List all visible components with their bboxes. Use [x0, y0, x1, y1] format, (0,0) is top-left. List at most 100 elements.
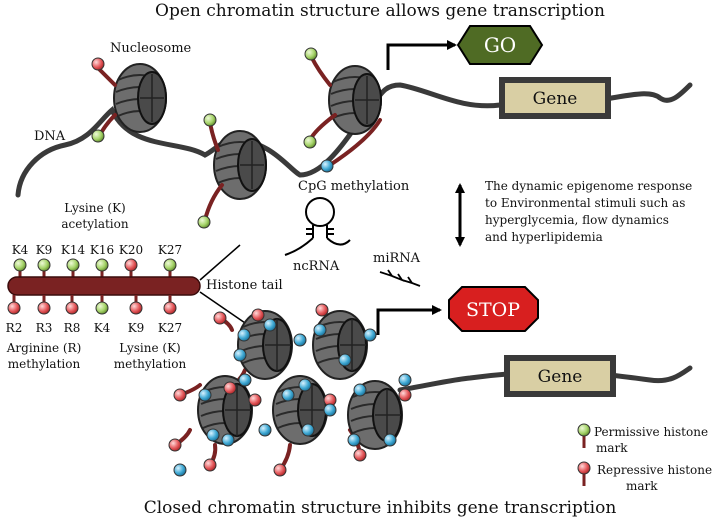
repressive-mark — [223, 381, 237, 395]
methyl-mark — [347, 433, 361, 447]
tail-top-label: K14 — [61, 243, 86, 257]
methyl-mark — [353, 383, 367, 397]
tail-bottom-label: K4 — [94, 321, 111, 335]
closed-nucleosomes — [168, 303, 412, 477]
methyl-mark — [237, 328, 251, 342]
methyl-mark — [238, 373, 252, 387]
ncrna-structure — [284, 197, 351, 256]
tail-top-label: K20 — [119, 243, 143, 257]
repressive-mark — [203, 458, 217, 472]
histone-tail-bar — [7, 276, 201, 296]
permissive-mark — [37, 258, 51, 272]
label-arginine-2: methylation — [8, 357, 81, 371]
permissive-mark — [95, 258, 109, 272]
tail-bottom-label: R3 — [36, 321, 53, 335]
dynamic-epigenome-text: The dynamic epigenome response to Enviro… — [485, 179, 692, 244]
permissive-mark — [91, 129, 105, 143]
methyl-mark — [233, 348, 247, 362]
tail-bottom-label: R2 — [6, 321, 23, 335]
repressive-mark — [398, 388, 412, 402]
permissive-mark — [95, 301, 109, 315]
methyl-mark — [338, 353, 352, 367]
svg-text:and hyperlipidemia: and hyperlipidemia — [485, 230, 603, 244]
tail-top-marks — [13, 258, 177, 277]
repressive-mark — [173, 388, 187, 402]
methyl-mark — [293, 333, 307, 347]
legend-permissive-icon — [577, 423, 591, 437]
repressive-mark — [163, 301, 177, 315]
svg-text:to Environmental stimuli such: to Environmental stimuli such as — [485, 196, 685, 210]
methyl-mark — [263, 318, 277, 332]
label-nucleosome: Nucleosome — [110, 41, 192, 56]
repressive-mark — [124, 258, 138, 272]
methyl-mark — [320, 159, 334, 173]
title-open-chromatin: Open chromatin structure allows gene tra… — [155, 1, 605, 21]
tail-top-label: K4 — [12, 243, 29, 257]
permissive-mark — [13, 258, 27, 272]
stop-label: STOP — [466, 299, 520, 321]
go-sign: GO — [456, 25, 544, 65]
repressive-mark — [129, 301, 143, 315]
legend-permissive-2: mark — [596, 441, 628, 455]
tail-bottom-label: K27 — [158, 321, 182, 335]
go-label: GO — [484, 33, 516, 57]
methyl-mark — [206, 428, 220, 442]
nucleosome-closed — [237, 310, 293, 380]
label-cpg-methylation: CpG methylation — [298, 179, 410, 194]
svg-text:hyperglycemia, flow dynamics: hyperglycemia, flow dynamics — [485, 213, 669, 227]
permissive-mark — [203, 113, 217, 127]
methyl-mark — [301, 423, 315, 437]
label-ncrna: ncRNA — [293, 259, 340, 274]
go-arrow — [386, 40, 457, 70]
nucleosome-top-3 — [328, 65, 382, 135]
permissive-mark — [66, 258, 80, 272]
label-dna: DNA — [34, 129, 66, 144]
gene-label-top: Gene — [533, 89, 578, 109]
permissive-mark — [304, 47, 318, 61]
methyl-mark — [383, 433, 397, 447]
repressive-mark — [353, 448, 367, 462]
repressive-mark — [65, 301, 79, 315]
label-lysine-meth-1: Lysine (K) — [119, 341, 181, 355]
repressive-mark — [168, 438, 182, 452]
stop-sign: STOP — [448, 286, 539, 332]
svg-text:The dynamic epigenome response: The dynamic epigenome response — [485, 179, 692, 193]
legend-repressive-1: Repressive histone — [597, 463, 712, 477]
methyl-mark — [313, 323, 327, 337]
repressive-mark — [91, 57, 105, 71]
repressive-mark — [213, 311, 227, 325]
mirna-strand — [379, 269, 421, 287]
nucleosome-closed — [347, 380, 403, 450]
tail-bottom-marks — [7, 295, 177, 315]
label-arginine-1: Arginine (R) — [6, 341, 82, 355]
methyl-mark — [173, 463, 187, 477]
permissive-mark — [197, 215, 211, 229]
legend-permissive-1: Permissive histone — [594, 425, 708, 439]
tail-connector-up — [199, 244, 241, 281]
methyl-mark — [281, 388, 295, 402]
stop-arrow — [376, 305, 442, 335]
methyl-mark — [198, 388, 212, 402]
methyl-mark — [323, 403, 337, 417]
repressive-mark — [7, 301, 21, 315]
tail-connector-down — [199, 291, 249, 326]
nucleosome-top-2 — [213, 130, 267, 200]
gene-label-bottom: Gene — [538, 367, 583, 387]
repressive-mark — [248, 393, 262, 407]
label-histone-tail: Histone tail — [206, 278, 283, 293]
nucleosome-closed — [312, 310, 368, 380]
permissive-mark — [303, 135, 317, 149]
legend-repressive-icon — [577, 461, 591, 475]
gene-box-bottom — [504, 355, 616, 397]
methyl-mark — [258, 423, 272, 437]
permissive-mark — [163, 258, 177, 272]
methyl-mark — [363, 328, 377, 342]
methyl-mark — [221, 433, 235, 447]
tail-top-label: K16 — [90, 243, 114, 257]
repressive-mark — [251, 308, 265, 322]
tail-top-label: K27 — [158, 243, 182, 257]
label-lysine-meth-2: methylation — [114, 357, 187, 371]
